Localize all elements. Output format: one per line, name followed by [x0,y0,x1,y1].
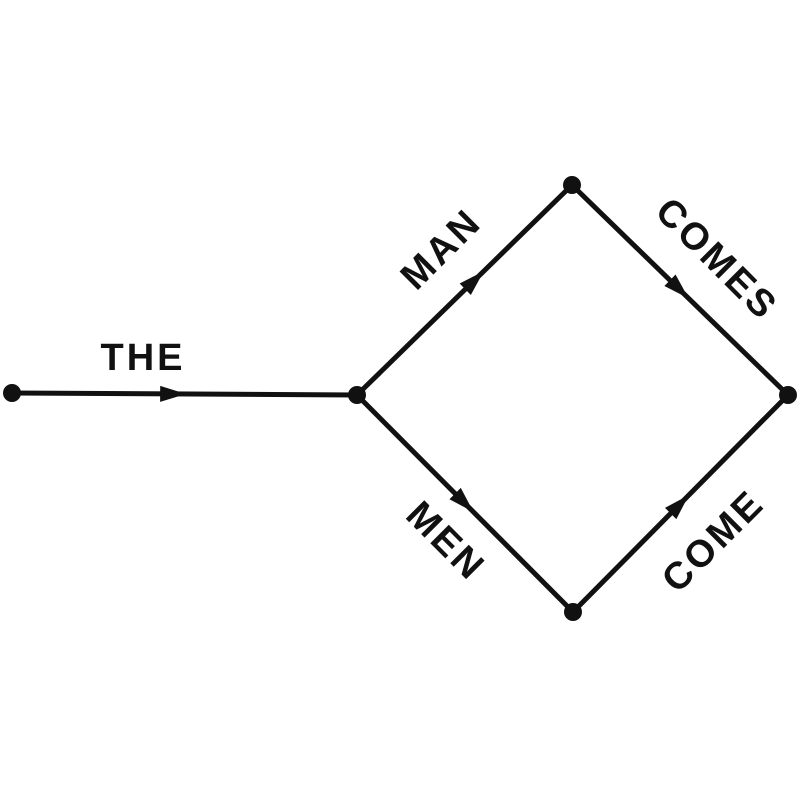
arrowhead-icon [449,487,474,513]
edge-label-the: THE [101,337,186,379]
arrowhead-icon [664,494,689,520]
edge-label-men: MEN [398,494,494,590]
edge-label-come: COME [654,482,773,601]
node-start [3,384,21,402]
arrowhead-icon [459,271,484,296]
arrowhead-icon [664,274,689,299]
edge-label-comes: COMES [647,190,786,329]
node-end [779,386,797,404]
node-n1 [348,386,366,404]
edge-man [355,183,574,397]
arrowhead-icon [160,385,187,402]
node-n3 [564,603,582,621]
node-n2 [563,176,581,194]
